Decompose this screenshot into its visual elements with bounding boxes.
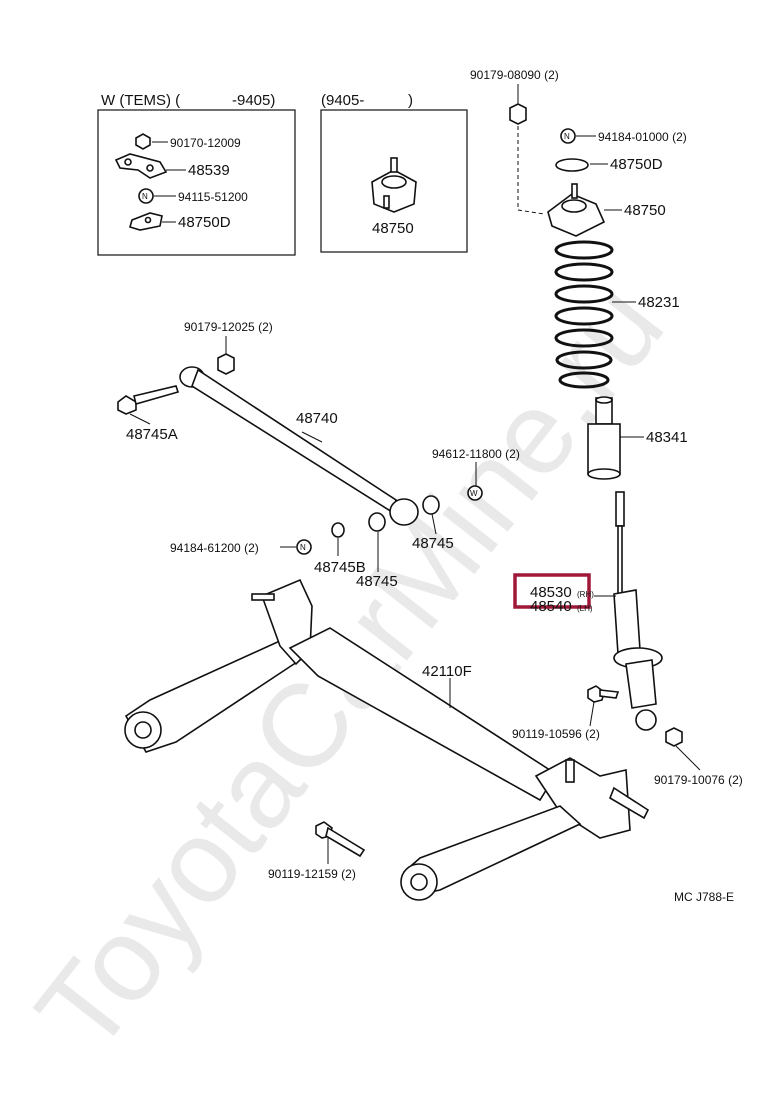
part-48745A[interactable]: 48745A bbox=[126, 426, 178, 443]
part-48740[interactable]: 48740 bbox=[296, 410, 338, 427]
inset-right-box bbox=[320, 109, 468, 253]
inset-right: (9405- ) 48750 bbox=[320, 92, 468, 253]
n-washer-icon: N bbox=[138, 188, 154, 204]
part-48745-left[interactable]: 48745 bbox=[356, 573, 398, 590]
part-48750-inset[interactable]: 48750 bbox=[372, 220, 414, 237]
part-48540[interactable]: 48540 bbox=[530, 598, 572, 615]
svg-text:W: W bbox=[470, 489, 478, 498]
bolt-icon bbox=[315, 821, 366, 858]
svg-text:N: N bbox=[564, 132, 570, 141]
highlight-box bbox=[513, 573, 591, 609]
mount-icon bbox=[547, 183, 606, 237]
n-washer-icon: N bbox=[560, 128, 576, 144]
part-90179-08090[interactable]: 90179-08090 (2) bbox=[470, 68, 559, 82]
coil-spring-icon bbox=[554, 240, 614, 389]
washer-icon bbox=[331, 522, 345, 538]
bump-boot-icon bbox=[587, 396, 621, 480]
part-90119-12159[interactable]: 90119-12159 (2) bbox=[268, 867, 356, 881]
pad-icon bbox=[129, 212, 163, 231]
strut-assembly: 90179-08090 (2) N 94184-01000 (2) 48750D… bbox=[470, 68, 688, 731]
n-washer-icon: N bbox=[296, 539, 312, 555]
part-94612-11800[interactable]: 94612-11800 (2) bbox=[432, 447, 520, 461]
part-90179-12025[interactable]: 90179-12025 (2) bbox=[184, 320, 273, 334]
diagram-code: MC J788-E bbox=[674, 890, 734, 904]
inset-left-range: -9405) bbox=[232, 92, 275, 109]
mount-icon bbox=[371, 157, 417, 213]
svg-text:N: N bbox=[142, 192, 148, 201]
part-42110F[interactable]: 42110F bbox=[422, 663, 472, 680]
inset-left-header: W (TEMS) ( bbox=[101, 92, 180, 109]
bushing-icon bbox=[422, 495, 440, 515]
svg-text:N: N bbox=[300, 543, 306, 552]
lateral-rod-assembly: 90179-12025 (2) 48745A 48740 94612-11800… bbox=[117, 320, 520, 590]
part-90170-12009[interactable]: 90170-12009 bbox=[170, 136, 241, 150]
part-48231[interactable]: 48231 bbox=[638, 294, 680, 311]
nut-icon bbox=[665, 727, 683, 747]
bracket-icon bbox=[114, 153, 168, 179]
part-90119-10596[interactable]: 90119-10596 (2) bbox=[512, 727, 600, 741]
part-48540-lh: (LH) bbox=[577, 604, 593, 613]
part-48750D-inset[interactable]: 48750D bbox=[178, 214, 231, 231]
bolt-icon bbox=[117, 385, 180, 415]
part-90179-10076[interactable]: 90179-10076 (2) bbox=[654, 773, 743, 787]
part-48539[interactable]: 48539 bbox=[188, 162, 230, 179]
part-48745-right[interactable]: 48745 bbox=[412, 535, 454, 552]
part-94115-51200[interactable]: 94115-51200 bbox=[178, 190, 248, 204]
inset-left-box bbox=[97, 109, 296, 256]
bushing-icon bbox=[368, 512, 386, 532]
inset-right-close: ) bbox=[408, 92, 413, 109]
inset-left: W (TEMS) ( -9405) 90170-12009 48539 N 94… bbox=[97, 92, 296, 256]
part-48530[interactable]: 48530 bbox=[530, 584, 572, 601]
lateral-rod-icon bbox=[179, 366, 419, 526]
w-washer-icon: W bbox=[467, 485, 483, 501]
nut-icon bbox=[135, 133, 151, 150]
part-48745B[interactable]: 48745B bbox=[314, 559, 366, 576]
shock-absorber-icon bbox=[613, 491, 663, 731]
bolt-icon bbox=[587, 685, 620, 703]
axle-beam-icon bbox=[124, 578, 650, 901]
part-48750[interactable]: 48750 bbox=[624, 202, 666, 219]
part-48750D[interactable]: 48750D bbox=[610, 156, 663, 173]
part-48530-rh: (RH) bbox=[577, 590, 594, 599]
top-nut-icon bbox=[509, 103, 527, 125]
nut-icon bbox=[217, 353, 235, 375]
part-94184-61200[interactable]: 94184-61200 (2) bbox=[170, 541, 259, 555]
axle-beam-assembly: 42110F 90119-10596 (2) 90179-10076 (2) 9… bbox=[124, 578, 743, 901]
part-48341[interactable]: 48341 bbox=[646, 429, 688, 446]
inset-right-range: (9405- bbox=[321, 92, 364, 109]
pad-icon bbox=[555, 158, 589, 172]
part-94184-01000[interactable]: 94184-01000 (2) bbox=[598, 130, 687, 144]
